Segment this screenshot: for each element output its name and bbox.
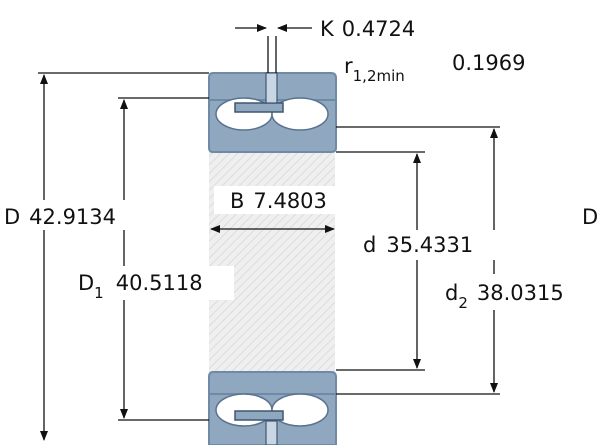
bottom-cage-bar [234,410,284,421]
dimension-lines [40,24,498,441]
top-roller-right [271,97,329,131]
bottom-roller-left [215,393,273,427]
label-r: r1,2min [344,54,405,85]
label-Da-cut: D [582,205,598,229]
bore-region [209,152,335,372]
label-r-value: 0.1969 [452,51,525,75]
bottom-roller-right [271,393,329,427]
extension-lines [38,36,500,421]
top-cage-bar [234,102,284,113]
bottom-lube-groove [265,420,278,445]
top-lube-groove [265,72,278,104]
bottom-ring-section [208,371,337,445]
bearing-section [208,72,337,445]
top-ring-section [208,72,337,153]
bottom-inner-ring [208,371,337,395]
